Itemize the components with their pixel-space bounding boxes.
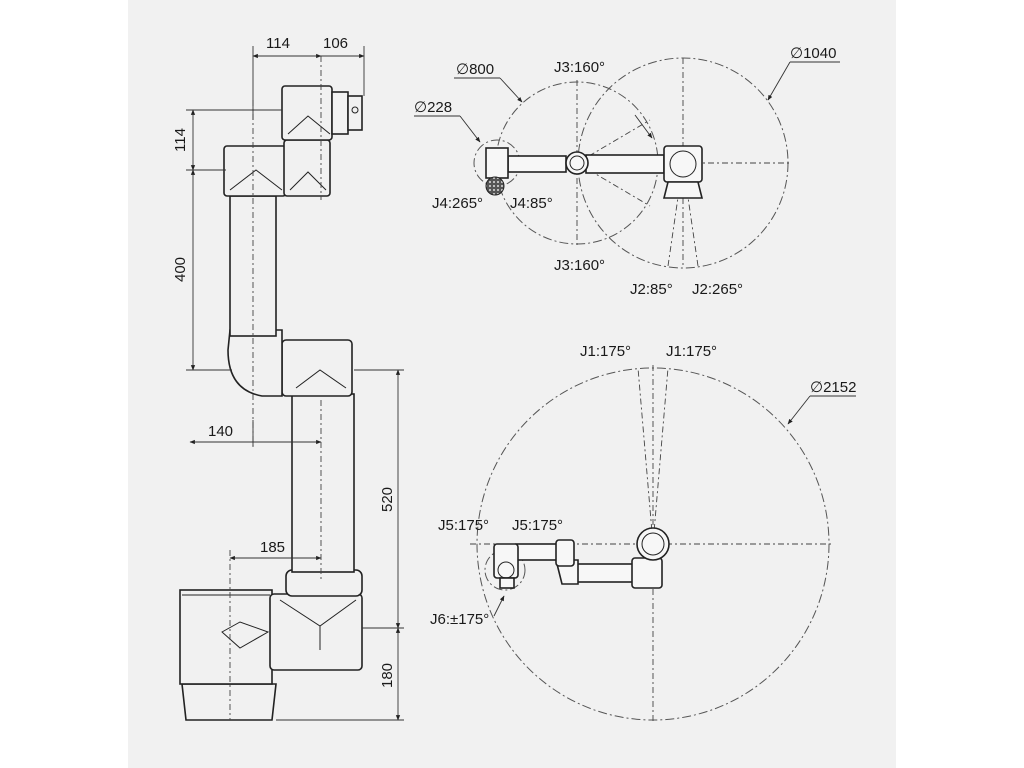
label-j1-left: J1:175° xyxy=(580,343,631,360)
lower-arm-collar xyxy=(285,569,363,597)
base-wrist xyxy=(493,543,519,579)
base-shoulder xyxy=(631,557,663,589)
dim-400: 400 xyxy=(172,257,189,282)
dim-180: 180 xyxy=(379,663,396,688)
top-wrist xyxy=(485,147,509,179)
tool-flange xyxy=(331,91,349,135)
elbow-bend xyxy=(227,329,283,397)
label-d800: ∅800 xyxy=(456,61,494,78)
label-j2-85: J2:85° xyxy=(630,281,673,298)
label-d1040: ∅1040 xyxy=(790,45,836,62)
label-j6: J6:±175° xyxy=(430,611,489,628)
label-d228: ∅228 xyxy=(414,99,452,116)
base-forearm xyxy=(515,543,559,561)
label-j3-top: J3:160° xyxy=(554,59,605,76)
base-elbow-joint xyxy=(555,539,575,567)
dim-185: 185 xyxy=(260,539,285,556)
label-j2-265: J2:265° xyxy=(692,281,743,298)
top-base xyxy=(662,181,704,199)
base-housing xyxy=(179,589,273,685)
dim-520: 520 xyxy=(379,487,396,512)
dim-114-top: 114 xyxy=(266,35,290,52)
label-j5-left: J5:175° xyxy=(438,517,489,534)
side-view-dimensions xyxy=(186,46,404,721)
dim-106-top: 106 xyxy=(323,35,348,52)
label-d2152: ∅2152 xyxy=(810,379,856,396)
wrist-joint-3 xyxy=(281,85,333,141)
dim-140: 140 xyxy=(208,423,233,440)
label-j1-right: J1:175° xyxy=(666,343,717,360)
lower-arm xyxy=(291,393,355,573)
base-flange xyxy=(499,577,515,589)
elbow-joint xyxy=(281,339,353,397)
base-plate xyxy=(181,683,277,721)
base-view xyxy=(470,365,856,724)
label-j3-bottom: J3:160° xyxy=(554,257,605,274)
label-j5-right: J5:175° xyxy=(512,517,563,534)
top-view-labels: ∅800 ∅1040 ∅228 J3:160° J3:160° J4:265° … xyxy=(414,45,836,298)
base-lower-arm xyxy=(573,563,637,583)
top-wrist-flange xyxy=(485,176,505,196)
side-view-robot xyxy=(179,85,363,721)
dim-114-left: 114 xyxy=(172,128,189,152)
top-upper-arm xyxy=(585,154,665,174)
side-view-labels: 114 106 114 400 140 520 185 180 xyxy=(172,35,396,688)
top-elbow xyxy=(565,151,589,175)
base-view-labels: J1:175° J1:175° ∅2152 J5:175° J5:175° J6… xyxy=(430,343,856,628)
top-forearm xyxy=(507,155,567,173)
top-view xyxy=(414,57,840,269)
side-view-centerlines xyxy=(229,56,322,720)
label-j4-265: J4:265° xyxy=(432,195,483,212)
label-j4-85: J4:85° xyxy=(510,195,553,212)
